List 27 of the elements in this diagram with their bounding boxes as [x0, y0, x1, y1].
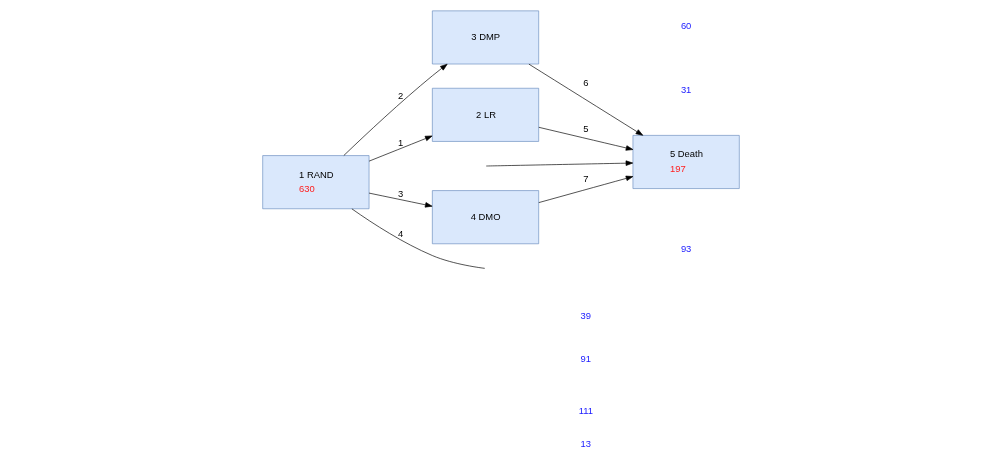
label: 111: [578, 404, 593, 416]
node-box: 3 DMP: [432, 10, 540, 65]
arrow: [368, 135, 433, 162]
arrow: [528, 63, 644, 136]
node-box: 2 LR: [432, 87, 540, 142]
label: 93: [680, 242, 692, 254]
edge-label: 3: [398, 188, 404, 200]
node-box: 4 DMO: [432, 190, 540, 245]
edge-label: 5: [583, 122, 589, 134]
node-box: 5 Death 197: [632, 135, 740, 189]
arrow: [538, 126, 634, 151]
node-box: 1 RAND 630: [262, 155, 370, 210]
label: 60: [680, 20, 692, 32]
arrow: [538, 175, 634, 203]
label: 39: [580, 310, 592, 322]
edge-label: 4: [398, 227, 404, 239]
label: 31: [680, 84, 692, 96]
connector: [351, 208, 486, 269]
label: 13: [580, 437, 592, 449]
edge-label: 1: [398, 136, 404, 148]
edge-label: 7: [583, 173, 589, 185]
arrow: [485, 160, 634, 167]
edge-label: 6: [583, 77, 589, 89]
arrow: [343, 63, 448, 156]
edge-label: 2: [398, 89, 404, 101]
arrow: [368, 192, 433, 208]
label: 91: [580, 353, 592, 365]
